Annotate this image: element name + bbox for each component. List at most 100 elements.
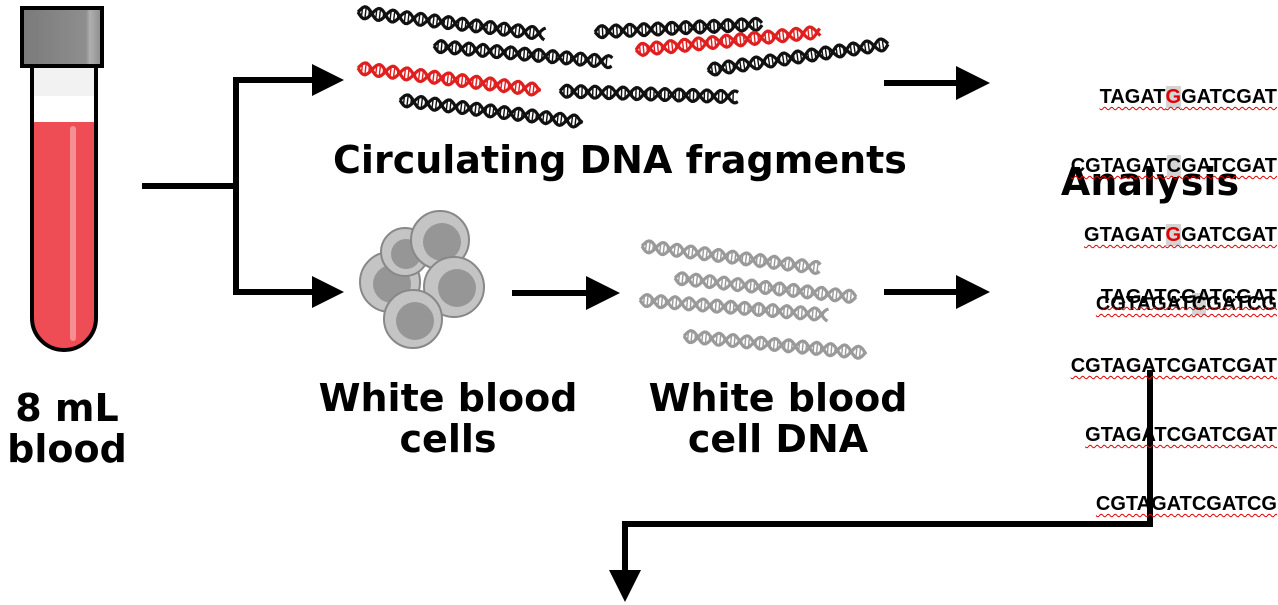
dna-rung xyxy=(559,113,563,126)
sequence-read: GTAGATGGATCGAT xyxy=(1084,224,1277,246)
dna-rung xyxy=(786,305,789,318)
wbcdna-label-line-1: White blood xyxy=(648,376,908,420)
dna-rung xyxy=(719,333,722,346)
dna-rung xyxy=(521,28,524,35)
dna-rung xyxy=(858,346,862,358)
dna-rung xyxy=(705,248,709,260)
dna-rung xyxy=(450,74,453,85)
dna-rung xyxy=(410,97,413,105)
dna-rung xyxy=(449,100,452,112)
dna-rung xyxy=(728,301,732,314)
dna-rung xyxy=(824,46,828,59)
dna-rung xyxy=(578,119,581,124)
dna-rung xyxy=(657,296,660,307)
dna-rung xyxy=(446,16,450,29)
dna-rung xyxy=(803,286,806,297)
dna-rung xyxy=(364,6,367,19)
dna-rung xyxy=(502,106,506,119)
dna-rung xyxy=(781,53,785,65)
dna-rung xyxy=(505,49,508,56)
dna-rung xyxy=(812,343,815,353)
dna-rung xyxy=(782,306,786,317)
dna-rung xyxy=(777,259,780,267)
sequence-read: CGTAGATCGATCG xyxy=(1095,293,1277,315)
dna-rung xyxy=(474,19,478,32)
dna-rung xyxy=(764,59,767,65)
dna-rung xyxy=(844,345,847,357)
dna-strand xyxy=(432,40,613,70)
dna-rung xyxy=(378,8,382,21)
dna-rung xyxy=(784,258,787,269)
dna-rung xyxy=(660,295,664,308)
variant-base: G xyxy=(1165,86,1182,108)
dna-rung xyxy=(835,46,839,57)
dna-rung xyxy=(796,286,799,295)
dna-rung xyxy=(400,71,403,76)
dna-strand xyxy=(640,241,821,276)
dna-rung xyxy=(703,299,707,311)
dna-rung xyxy=(435,72,439,83)
dna-rung xyxy=(531,110,535,122)
dna-rung xyxy=(656,42,660,54)
dna-rung xyxy=(745,282,749,289)
dna-strand xyxy=(432,39,614,68)
dna-rung xyxy=(757,34,760,42)
dna-rung xyxy=(750,61,753,66)
dna-rung xyxy=(824,290,827,297)
dna-rung xyxy=(653,43,656,54)
dna-rung xyxy=(871,43,874,49)
dna-rung xyxy=(816,262,819,274)
dna-rung xyxy=(456,104,459,110)
dna-helix-icon xyxy=(673,271,858,304)
dna-rung xyxy=(849,290,853,303)
wbcdna-label-line-2: cell DNA xyxy=(687,417,869,462)
dna-rung xyxy=(810,48,814,62)
dna-rung xyxy=(403,11,407,24)
dna-rung xyxy=(715,333,718,345)
branch-connector xyxy=(142,77,316,295)
dna-rung xyxy=(761,305,764,314)
dna-helix-icon xyxy=(398,93,584,129)
dna-rung xyxy=(701,247,705,260)
white-blood-cells-label: White blood cells xyxy=(310,377,586,462)
dna-rung xyxy=(739,304,742,312)
dna-rung xyxy=(464,76,467,86)
dna-helix-icon xyxy=(593,16,764,40)
dna-rung xyxy=(706,276,709,287)
dna-rung xyxy=(516,108,520,121)
dna-rung xyxy=(424,99,427,107)
dna-rung xyxy=(685,298,689,310)
dna-rung xyxy=(485,106,488,114)
dna-rung xyxy=(727,19,730,32)
dna-rung xyxy=(670,40,674,53)
dna-rung xyxy=(785,53,789,64)
dna-rung xyxy=(488,104,492,117)
dna-rung xyxy=(867,41,871,53)
dna-rung xyxy=(842,46,845,54)
blood-label-line-2: blood xyxy=(7,427,127,472)
sequence-read: TAGATGGATCGAT xyxy=(1099,86,1277,108)
dna-rung xyxy=(744,335,747,348)
dna-rung xyxy=(763,281,767,294)
blood-label-line-1: 8 mL xyxy=(15,386,119,430)
dna-rung xyxy=(414,72,417,78)
dna-rung xyxy=(642,295,646,306)
dna-rung xyxy=(659,23,662,35)
dna-rung xyxy=(514,25,518,36)
white-blood-cell-dna-fragments xyxy=(638,239,868,360)
dna-rung xyxy=(690,330,693,343)
dna-rung xyxy=(368,65,371,73)
tube-cap xyxy=(20,6,104,68)
dna-strand xyxy=(682,329,868,359)
dna-rung xyxy=(443,74,446,82)
dna-rung xyxy=(674,43,677,49)
dna-rung xyxy=(760,60,763,65)
dna-rung xyxy=(549,115,552,122)
dna-rung xyxy=(368,9,371,17)
dna-rung xyxy=(749,34,753,44)
dna-rung xyxy=(710,36,713,49)
circulating-dna-label: Circulating DNA fragments xyxy=(333,138,907,182)
cell xyxy=(383,289,443,349)
dna-rung xyxy=(576,53,579,64)
wbc-label-line-2: cells xyxy=(399,417,497,462)
